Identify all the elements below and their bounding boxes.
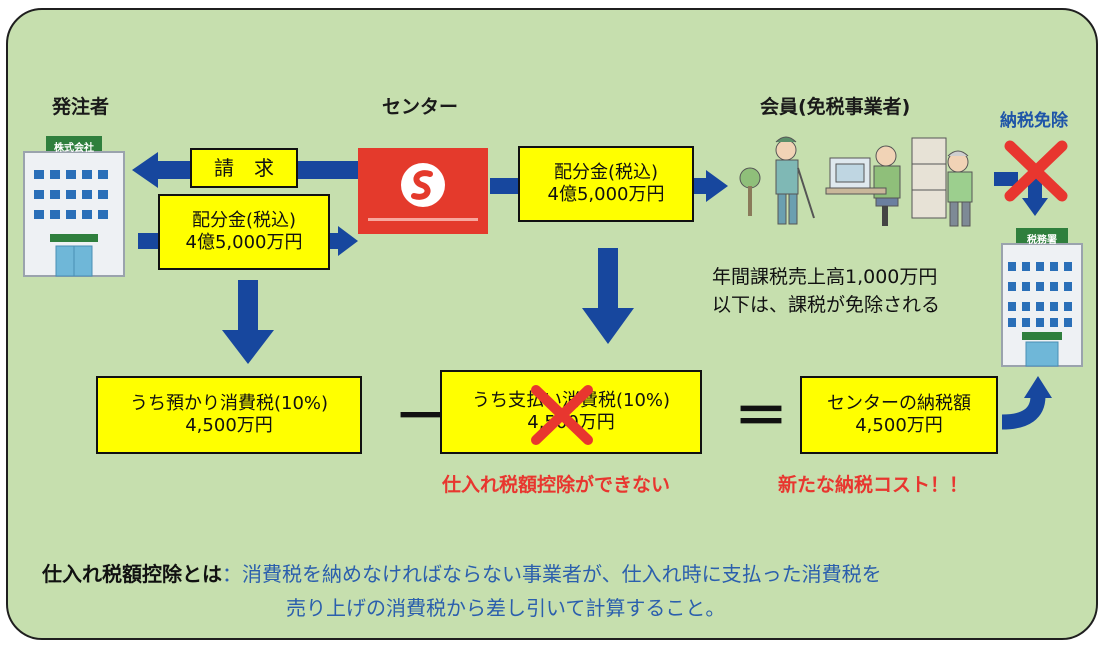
diagram-panel <box>6 8 1098 640</box>
invoice-box: 請 求 <box>190 148 298 188</box>
payment-center-line1: 配分金(税込) <box>553 161 659 183</box>
exemption-note-line2: 以下は、課税が免除される <box>712 294 941 316</box>
center-heading: センター <box>382 96 459 118</box>
new-cost-warning: 新たな納税コスト！！ <box>778 474 969 496</box>
company-sign: 株式会社 <box>54 143 94 154</box>
down-arrow-center <box>582 248 634 344</box>
exemption-note-line1: 年間課税売上高1,000万円 <box>712 266 938 288</box>
received-tax-line2: 4,500万円 <box>185 415 273 436</box>
payment-center-line2: 4億5,000万円 <box>547 184 665 205</box>
received-tax-line1: うち預かり消費税(10%) <box>129 392 329 414</box>
definition-line1: 仕入れ税額控除とは：消費税を納めなければならない事業者が、仕入れ時に支払った消費… <box>42 558 882 587</box>
payment-center-box: 配分金(税込) 4億5,000万円 <box>518 146 694 222</box>
cross-mark-icon <box>1004 140 1068 202</box>
tax-office-icon <box>1001 228 1083 367</box>
definition-text2: 売り上げの消費税から差し引いて計算すること。 <box>286 596 726 620</box>
no-deduction-warning: 仕入れ税額控除ができない <box>442 474 671 496</box>
minus-operator: － <box>394 385 448 448</box>
client-heading: 発注者 <box>52 96 110 118</box>
definition-colon: ： <box>222 562 242 586</box>
equals-operator: ＝ <box>734 385 788 448</box>
center-tax-line2: 4,500万円 <box>855 415 943 436</box>
invoice-label: 請 求 <box>214 155 274 180</box>
tax-office-sign: 税務署 <box>1027 235 1057 246</box>
payment-client-box: 配分金(税込) 4億5,000万円 <box>158 194 330 270</box>
payment-client-line1: 配分金(税込) <box>191 209 297 231</box>
exempt-arrow <box>994 172 1048 216</box>
down-arrow-client <box>222 280 274 364</box>
silver-center-logo <box>358 148 488 234</box>
office-building-icon <box>23 136 125 277</box>
center-tax-box: センターの納税額 4,500万円 <box>800 376 998 454</box>
members-heading: 会員(免税事業者) <box>760 96 911 118</box>
definition-text1: 消費税を納めなければならない事業者が、仕入れ時に支払った消費税を <box>242 562 882 586</box>
received-tax-box: うち預かり消費税(10%) 4,500万円 <box>96 376 362 454</box>
definition-term: 仕入れ税額控除とは <box>42 562 222 586</box>
logo-mark-icon <box>401 163 445 207</box>
center-tax-line1: センターの納税額 <box>827 392 971 414</box>
cross-mark-icon <box>531 385 593 445</box>
payment-to-tax-office-arrow <box>1001 376 1052 430</box>
worker-illustrations <box>739 136 973 227</box>
exempt-heading: 納税免除 <box>1000 111 1068 131</box>
payment-client-line2: 4億5,000万円 <box>185 232 303 253</box>
